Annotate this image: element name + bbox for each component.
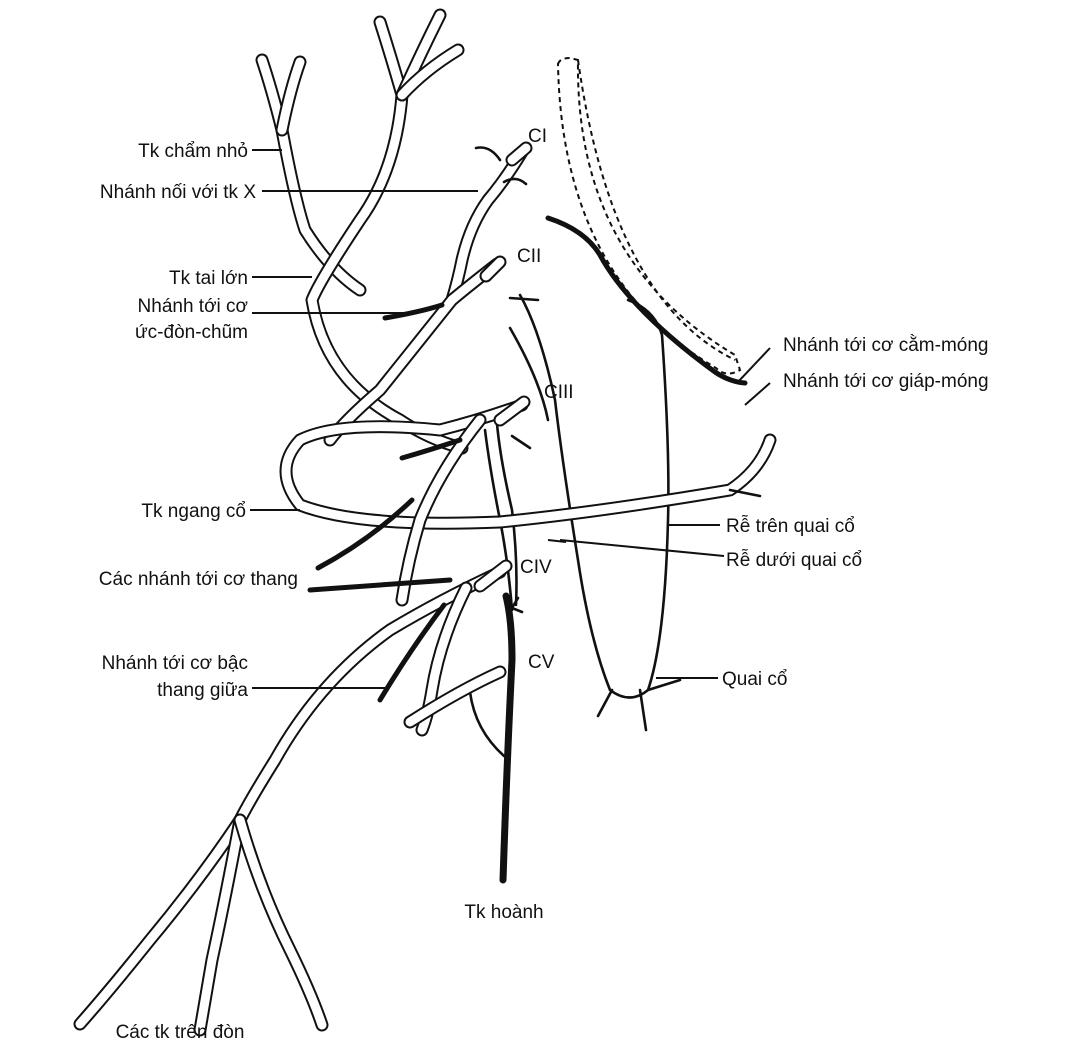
- label-middle-scalene-line1: Nhánh tới cơ bậc: [102, 653, 248, 674]
- ansa-cervicalis: [508, 215, 748, 732]
- root-label-c2: CII: [517, 246, 541, 267]
- muscular-branches: [307, 146, 762, 703]
- root-label-c1: CI: [528, 126, 547, 147]
- root-label-c3: CIII: [544, 382, 574, 403]
- label-supraclavicular: Các tk trên đòn: [116, 1022, 245, 1043]
- label-ansa-cervicalis: Quai cổ: [722, 669, 787, 690]
- label-superior-root: Rễ trên quai cổ: [726, 515, 855, 537]
- root-label-c4: CIV: [520, 557, 552, 578]
- root-stubs: [473, 141, 533, 593]
- label-phrenic: Tk hoành: [464, 902, 543, 923]
- label-vagus-communication: Nhánh nối với tk X: [100, 182, 256, 203]
- label-transverse-cervical: Tk ngang cổ: [141, 501, 246, 522]
- label-thyrohyoid-branch: Nhánh tới cơ giáp-móng: [783, 371, 989, 392]
- label-lesser-occipital: Tk chẩm nhỏ: [138, 141, 248, 162]
- label-geniohyoid-branch: Nhánh tới cơ cằm-móng: [783, 334, 989, 356]
- label-middle-scalene-line2: thang giữa: [157, 680, 248, 701]
- label-trapezius-branches: Các nhánh tới cơ thang: [99, 569, 298, 590]
- label-scm-branch-line1: Nhánh tới cơ: [138, 296, 248, 317]
- root-label-c5: CV: [528, 652, 555, 673]
- leader-lines: [250, 149, 771, 689]
- label-inferior-root: Rễ dưới quai cổ: [726, 549, 862, 571]
- hollow-nerves: [73, 8, 777, 1037]
- label-great-auricular: Tk tai lớn: [169, 268, 248, 289]
- hypoglossal-dashed-outline: [556, 56, 742, 375]
- phrenic-nerve: [468, 408, 524, 884]
- label-scm-branch-line2: ức-đòn-chũm: [135, 322, 248, 343]
